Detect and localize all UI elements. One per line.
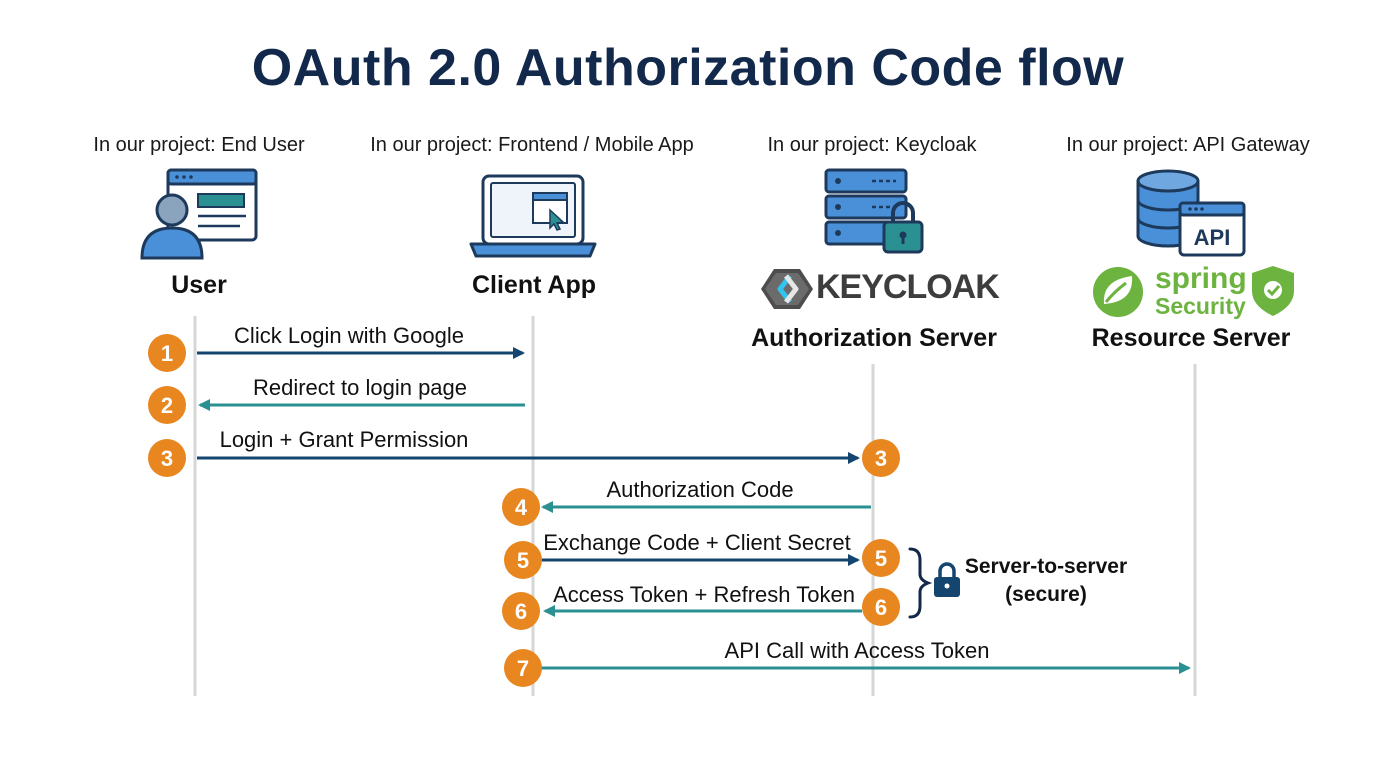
svg-text:6: 6 xyxy=(875,595,887,620)
user-screen-icon xyxy=(140,168,258,260)
laptop-icon xyxy=(469,174,597,258)
participant-name-client-app: Client App xyxy=(471,271,597,299)
keycloak-wordmark: KEYCLOAK xyxy=(816,268,1000,306)
step-badge: 3 xyxy=(148,439,186,477)
spring-word: spring xyxy=(1155,262,1247,295)
svg-text:7: 7 xyxy=(517,656,529,681)
svg-text:2: 2 xyxy=(161,393,173,418)
participant-caption-resource-server: In our project: API Gateway xyxy=(1066,134,1310,156)
step-badge: 5 xyxy=(504,541,542,579)
server-lock-icon xyxy=(824,168,924,254)
keycloak-logo xyxy=(761,269,813,309)
brace xyxy=(908,547,933,619)
step-badge: 3 xyxy=(862,439,900,477)
step-badge: 5 xyxy=(862,539,900,577)
svg-text:4: 4 xyxy=(515,495,528,520)
spring-leaf-icon xyxy=(1093,267,1143,317)
svg-text:1: 1 xyxy=(161,341,173,366)
message-arrows xyxy=(197,347,1191,674)
participant-caption-authorization-server: In our project: Keycloak xyxy=(767,134,977,156)
step-badge: 2 xyxy=(148,386,186,424)
svg-text:6: 6 xyxy=(515,599,527,624)
svg-text:5: 5 xyxy=(875,546,887,571)
step-badge: 6 xyxy=(862,588,900,626)
message-label-step-1: Click Login with Google xyxy=(234,323,464,348)
participant-name-authorization-server: Authorization Server xyxy=(751,324,997,352)
message-label-step-6: Access Token + Refresh Token xyxy=(553,582,855,607)
step-badge: 1 xyxy=(148,334,186,372)
step-badge: 7 xyxy=(504,649,542,687)
shield-check-icon xyxy=(1252,266,1294,316)
participant-name-resource-server: Resource Server xyxy=(1091,324,1291,352)
step-badge: 4 xyxy=(502,488,540,526)
database-api-icon: API xyxy=(1136,169,1246,257)
svg-text:3: 3 xyxy=(875,446,887,471)
lifelines xyxy=(193,316,1197,696)
lock-icon xyxy=(934,562,960,597)
message-label-step-3: Login + Grant Permission xyxy=(219,427,469,452)
note-line-1: Server-to-server xyxy=(964,555,1128,578)
message-label-step-2: Redirect to login page xyxy=(252,375,468,400)
api-icon-label: API xyxy=(1194,225,1231,250)
security-word: Security xyxy=(1155,293,1246,319)
message-label-step-4: Authorization Code xyxy=(606,477,794,502)
message-label-step-5: Exchange Code + Client Secret xyxy=(543,530,851,555)
page-title: OAuth 2.0 Authorization Code flow xyxy=(251,39,1125,97)
participant-name-user: User xyxy=(171,271,227,299)
step-badge: 6 xyxy=(502,592,540,630)
note-line-2: (secure) xyxy=(1005,583,1087,606)
participant-caption-client-app: In our project: Frontend / Mobile App xyxy=(370,134,694,156)
step-badges: 1 2 3 3 4 5 5 6 6 7 xyxy=(148,334,900,687)
svg-text:5: 5 xyxy=(517,548,529,573)
participant-caption-user: In our project: End User xyxy=(93,134,305,156)
svg-text:3: 3 xyxy=(161,446,173,471)
spring-security-wordmark: spring Security xyxy=(1155,264,1247,318)
message-label-step-7: API Call with Access Token xyxy=(724,638,990,663)
server-to-server-note: Server-to-server (secure) xyxy=(956,553,1136,609)
